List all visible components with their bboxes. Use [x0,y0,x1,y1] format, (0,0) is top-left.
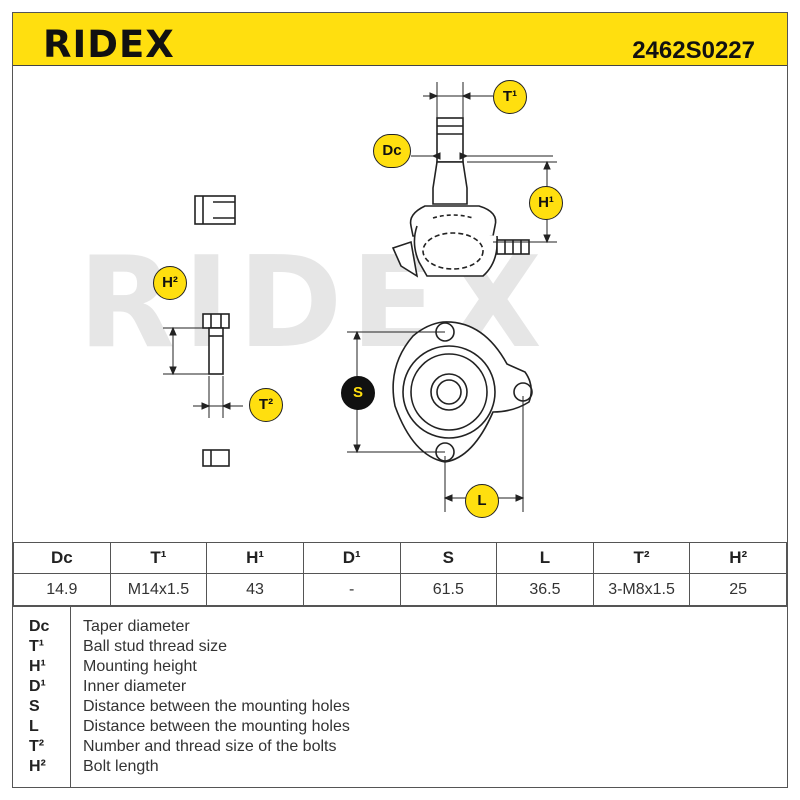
legend-item: D¹ Inner diameter [13,677,787,697]
spec-header-cell: T² [592,542,691,574]
legend-desc: Inner diameter [83,678,187,695]
legend-desc: Mounting height [83,658,197,675]
legend-desc: Ball stud thread size [83,638,228,655]
spec-table-header-row: Dc T¹ H¹ D¹ S L T² H² [13,542,787,574]
legend-key: H² [29,758,46,775]
ball-joint-side-view [391,117,530,278]
header-bar: RIDEX 2462S0227 [13,13,787,66]
callout-t1: T¹ [493,80,527,114]
legend-item: H¹ Mounting height [13,657,787,677]
legend-key: Dc [29,618,50,635]
legend-key: T² [29,738,45,755]
spec-header-cell: H² [689,542,787,574]
legend-item: T¹ Ball stud thread size [13,637,787,657]
callout-h2: H² [153,266,187,300]
spec-header-cell: H¹ [206,542,304,574]
callout-dc: Dc [373,134,411,168]
legend-key: S [29,698,40,715]
t1-dimension [423,82,493,118]
spec-value-cell: 25 [689,573,787,606]
legend-divider [70,607,71,788]
callout-t2: T² [249,388,283,422]
spec-value-cell: 43 [206,573,304,606]
spec-header-cell: Dc [13,542,111,574]
spec-value-cell: 3-M8x1.5 [592,573,691,606]
part-number: 2462S0227 [632,37,755,64]
callout-s: S [341,376,375,410]
legend-desc: Distance between the mounting holes [83,698,350,715]
dc-dimension [411,152,553,160]
drawing-svg [163,82,557,512]
legend-key: D¹ [29,678,46,695]
ball-joint-flange-view [392,321,533,463]
legend-item: H² Bolt length [13,757,787,777]
spec-value-cell: 61.5 [399,573,498,606]
t2-dimension [193,376,243,418]
spec-header-cell: S [399,542,498,574]
spec-value-cell: 36.5 [496,573,594,606]
spec-value-cell: - [302,573,401,606]
s-dimension [347,330,445,454]
callout-l: L [465,484,499,518]
legend-key: H¹ [29,658,46,675]
legend-item: T² Number and thread size of the bolts [13,737,787,757]
legend: Dc Taper diameter T¹ Ball stud thread size… [13,606,787,788]
spec-header-cell: T¹ [109,542,208,574]
nut-top [194,195,236,225]
legend-item: L Distance between the mounting holes [13,717,787,737]
nut-bottom [202,449,230,467]
legend-desc: Number and thread size of the bolts [83,738,337,755]
brand-logo: RIDEX [43,23,175,66]
h2-dimension [163,326,209,376]
legend-item: S Distance between the mounting holes [13,697,787,717]
spec-value-cell: 14.9 [13,573,111,606]
legend-key: T¹ [29,638,45,655]
legend-desc: Distance between the mounting holes [83,718,350,735]
spec-table: Dc T¹ H¹ D¹ S L T² H² 14.9 M14x1.5 43 - … [13,542,787,606]
legend-key: L [29,718,39,735]
spec-value-cell: M14x1.5 [109,573,208,606]
spec-table-value-row: 14.9 M14x1.5 43 - 61.5 36.5 3-M8x1.5 25 [13,573,787,606]
legend-desc: Taper diameter [83,618,190,635]
bolt [202,313,230,375]
spec-header-cell: D¹ [302,542,401,574]
spec-header-cell: L [496,542,594,574]
sheet-frame [12,12,788,788]
legend-item: Dc Taper diameter [13,617,787,637]
callout-h1: H¹ [529,186,563,220]
technical-drawing: RIDEX [13,66,787,540]
legend-desc: Bolt length [83,758,159,775]
